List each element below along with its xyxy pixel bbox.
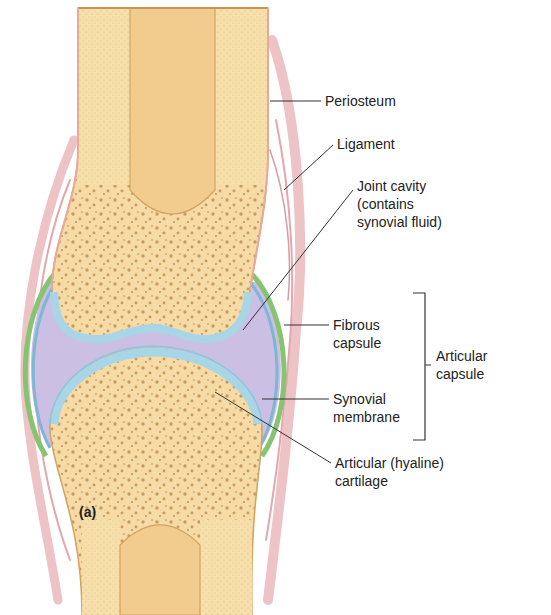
label: Articular (hyaline) cartilage xyxy=(335,454,470,490)
bone-cut-edge xyxy=(78,7,268,9)
leader-line xyxy=(215,392,331,463)
medullary-cavity xyxy=(120,525,200,615)
compact-bone xyxy=(82,520,120,615)
cartilage-edge xyxy=(50,346,262,424)
leader-line xyxy=(243,190,353,330)
leader-line xyxy=(262,399,329,400)
leader-lines xyxy=(215,101,353,463)
label: Synovial membrane xyxy=(333,390,413,426)
compact-bone xyxy=(215,8,268,185)
label: Fibrous capsule xyxy=(333,316,408,352)
leader-line xyxy=(284,325,329,326)
label: Joint cavity (contains synovial fluid) xyxy=(357,177,462,231)
lower-bone xyxy=(50,348,262,615)
compact-bone xyxy=(78,8,130,185)
articular-cartilage xyxy=(54,352,258,424)
medullary-cavity xyxy=(130,8,215,214)
leader-line xyxy=(284,145,333,190)
label: Periosteum xyxy=(325,92,396,110)
leader-line xyxy=(270,101,321,102)
group-label: Articular capsule xyxy=(436,347,511,383)
label: Ligament xyxy=(337,135,395,153)
panel-letter: (a) xyxy=(79,503,96,521)
periosteum-layer xyxy=(52,8,78,290)
articular-cartilage xyxy=(54,292,248,339)
bracket xyxy=(413,293,431,440)
compact-bone xyxy=(200,520,252,615)
ligament-fiber xyxy=(270,150,289,300)
periosteum-layer xyxy=(250,8,268,290)
upper-bone xyxy=(52,8,268,341)
